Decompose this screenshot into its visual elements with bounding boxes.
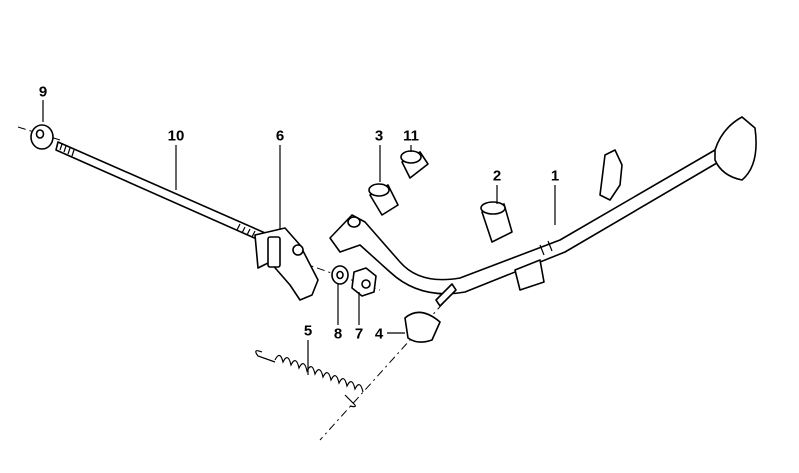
part-2-bushing — [480, 201, 513, 243]
callout-2: 2 — [492, 167, 502, 185]
callout-8: 8 — [333, 325, 343, 343]
callout-4: 4 — [374, 325, 384, 343]
callout-6: 6 — [275, 127, 285, 145]
part-4-spring-clip — [404, 283, 457, 343]
callout-10: 10 — [167, 127, 185, 145]
callout-1: 1 — [550, 167, 560, 185]
part-7-nut — [351, 267, 377, 297]
part-10-threaded-rod — [55, 141, 273, 245]
part-6-bracket — [254, 227, 319, 301]
callout-3: 3 — [374, 127, 384, 145]
callout-9: 9 — [38, 83, 48, 101]
part-1-stand — [329, 116, 757, 295]
part-5-spring — [255, 350, 364, 408]
part-8-washer — [331, 265, 349, 285]
part-3-sleeve — [368, 183, 399, 216]
leader-lines — [42, 100, 556, 375]
axis-line-spring — [319, 289, 456, 441]
callout-11: 11 — [403, 127, 419, 145]
callout-7: 7 — [354, 325, 364, 343]
part-11-pin — [400, 150, 429, 179]
callout-5: 5 — [303, 322, 313, 340]
part-9-washer — [30, 124, 54, 150]
